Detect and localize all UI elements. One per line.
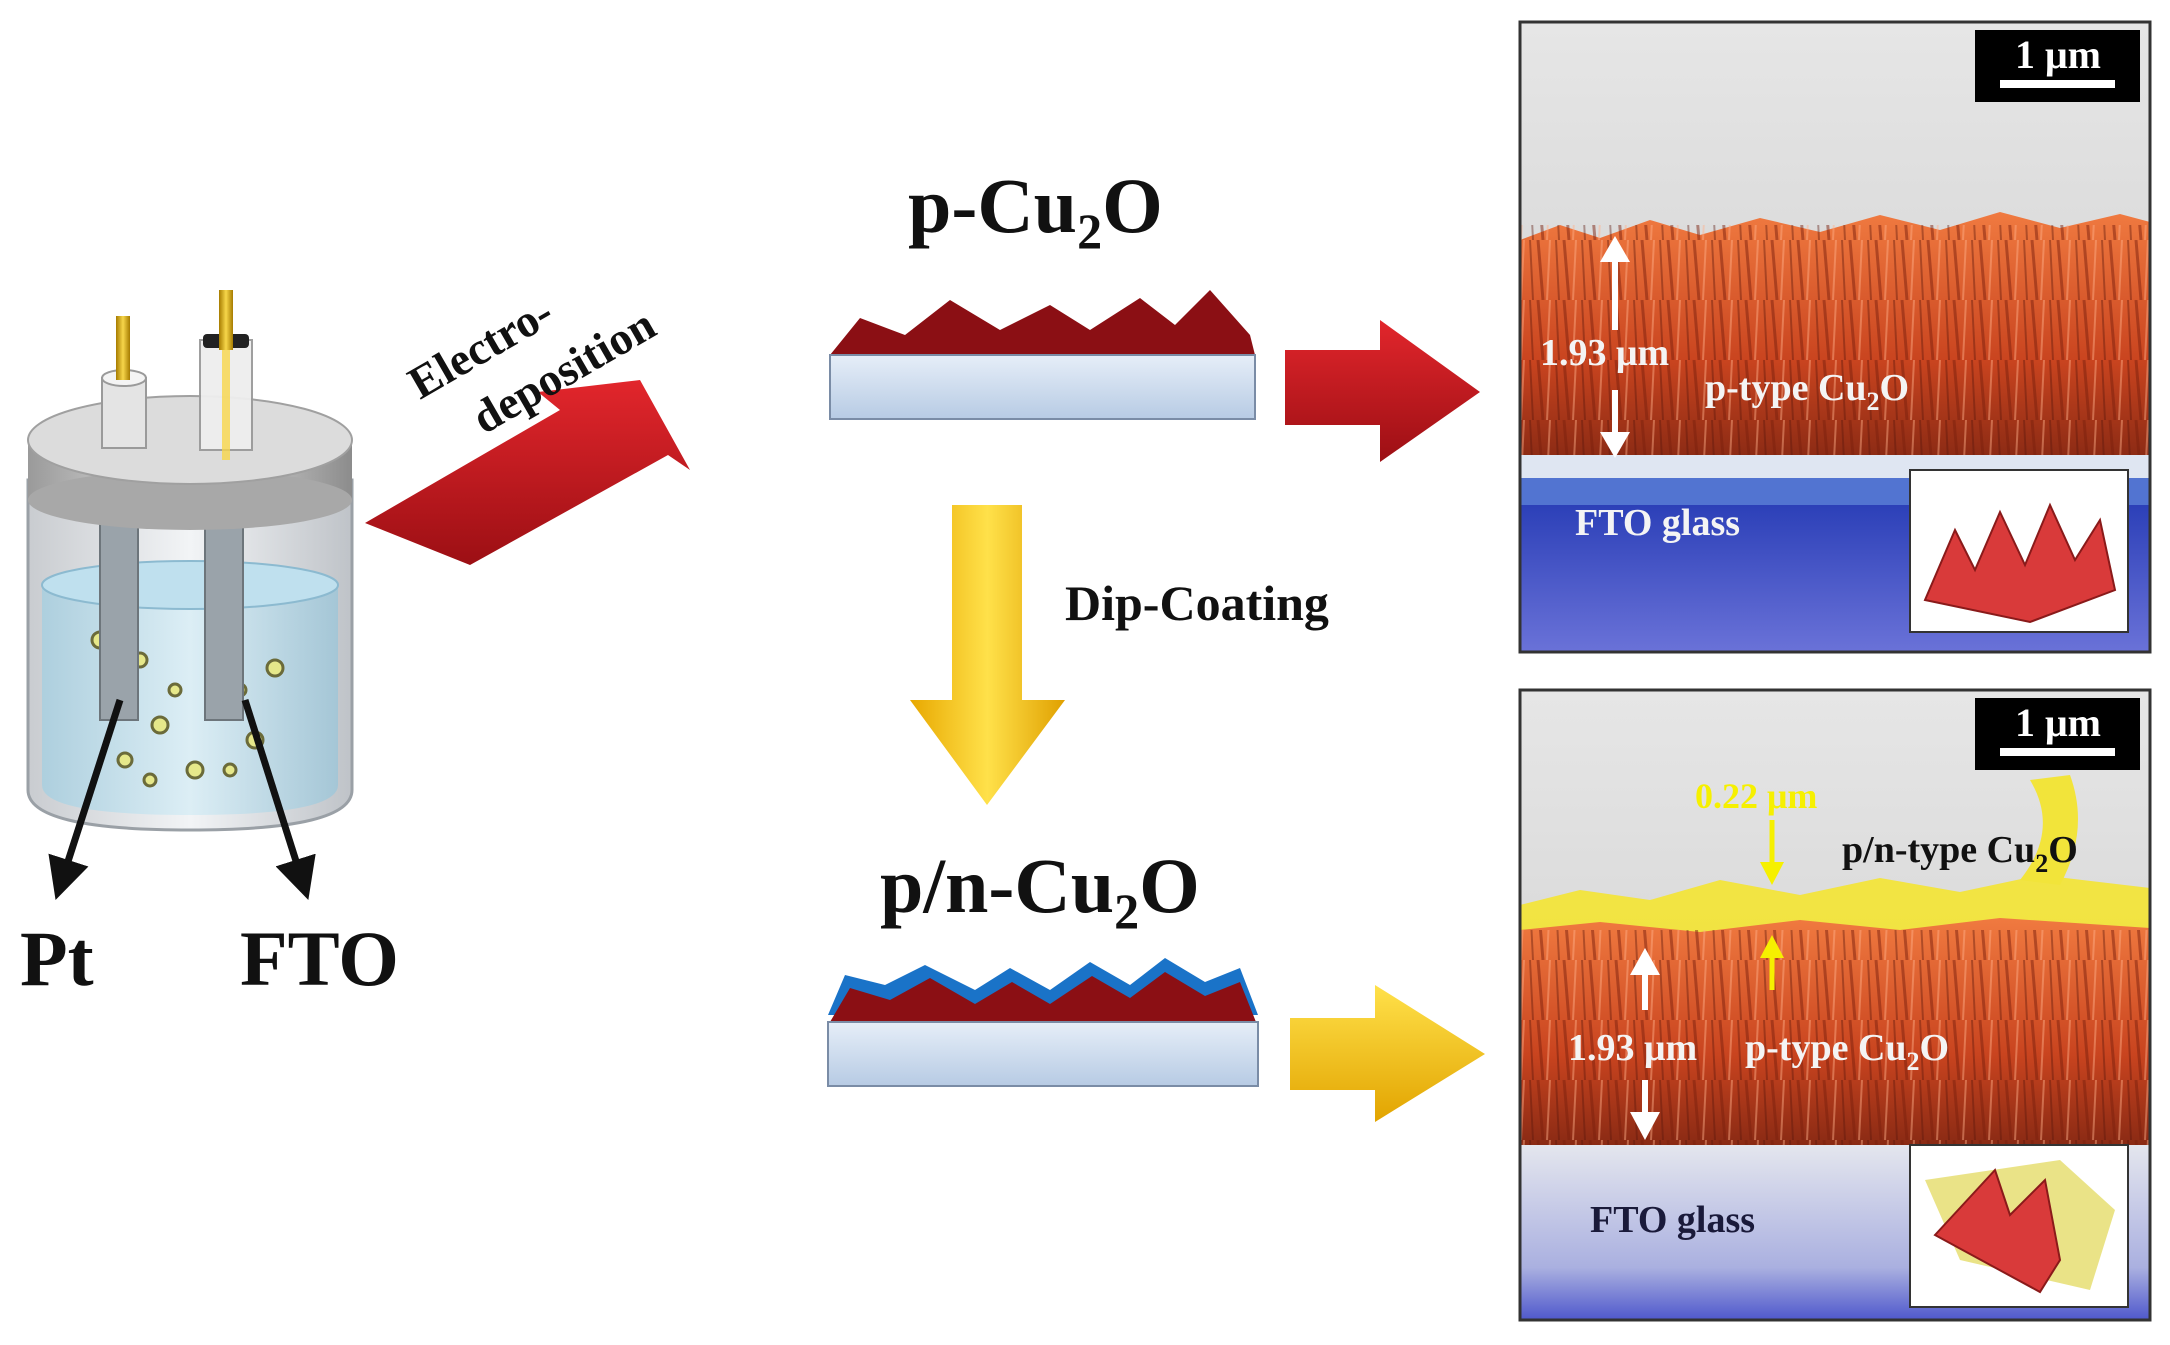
- dip-coating-label: Dip-Coating: [1065, 575, 1329, 631]
- p-cu2o-layer: [830, 290, 1255, 355]
- sem-bottom-substrate-label: FTO glass: [1590, 1199, 1755, 1241]
- electrodeposition-arrow: [365, 380, 690, 565]
- sem-bottom-scale-bar: [2000, 748, 2115, 756]
- pt-electrode-rod: [99, 519, 139, 721]
- fto-electrode-rod: [204, 519, 244, 721]
- sem-top-inset-pyramids: [1923, 502, 2117, 624]
- dip-coating-arrow: [910, 505, 1065, 805]
- sem-bottom-thickness-label: 1.93 μm: [1568, 1027, 1697, 1069]
- sem-bottom-n-layer-label: p/n-type Cu2O: [1842, 829, 2078, 878]
- sem-top-substrate-label: FTO glass: [1575, 502, 1740, 544]
- p-cu2o-fto-substrate: [829, 354, 1256, 420]
- pt-label: Pt: [20, 915, 94, 1002]
- sem-top-thickness-label: 1.93 μm: [1540, 332, 1669, 374]
- electrolyte-surface: [41, 560, 339, 610]
- sem-top-layer-label: p-type Cu2O: [1705, 367, 1909, 416]
- pn-cu2o-title: p/n-Cu2O: [880, 842, 1200, 939]
- pt-holder: [101, 377, 147, 449]
- to-sem-bottom-arrow: [1290, 985, 1485, 1122]
- sem-top-scale-label: 1 μm: [2015, 32, 2101, 77]
- to-sem-top-arrow: [1285, 320, 1480, 462]
- sem-bottom-scale-box: [1975, 698, 2140, 770]
- sem-image-top: 1 μm 1.93 μm p-type Cu2O FTO glass: [1518, 20, 2152, 654]
- fto-wire: [219, 290, 233, 350]
- sem-top-scale-box: [1975, 30, 2140, 102]
- dip-coating-step: Dip-Coating: [910, 505, 1329, 805]
- cell-lid-top: [27, 395, 353, 485]
- pn-cu2o-p-layer: [830, 972, 1256, 1022]
- electrodeposition-step: Electro- deposition: [365, 286, 690, 565]
- fto-pointer-arrow: [241, 698, 316, 901]
- fto-label: FTO: [240, 915, 399, 1002]
- pt-wire: [116, 316, 130, 380]
- p-cu2o-title: p-Cu2O: [908, 162, 1163, 259]
- electrochemical-cell: Pt FTO: [20, 290, 399, 1002]
- sem-bottom-inset-pyramid: [1933, 1168, 2062, 1294]
- pn-cu2o-fto-substrate: [827, 1021, 1259, 1087]
- p-cu2o-schematic: p-Cu2O: [829, 162, 1256, 420]
- sem-bottom-scale-label: 1 μm: [2015, 700, 2101, 745]
- pt-pointer-arrow: [48, 698, 124, 900]
- pn-cu2o-schematic: p/n-Cu2O: [827, 842, 1259, 1087]
- sem-bottom-n-thickness-label: 0.22 μm: [1695, 776, 1817, 816]
- cell-lid-bottom: [28, 470, 352, 530]
- sem-top-scale-bar: [2000, 80, 2115, 88]
- sem-image-bottom: 1 μm 0.22 μm p/n-type Cu2O 1.93 μm p-typ…: [1518, 688, 2152, 1322]
- sem-bottom-layer-label: p-type Cu2O: [1745, 1027, 1949, 1076]
- electrolyte-liquid: [42, 585, 338, 815]
